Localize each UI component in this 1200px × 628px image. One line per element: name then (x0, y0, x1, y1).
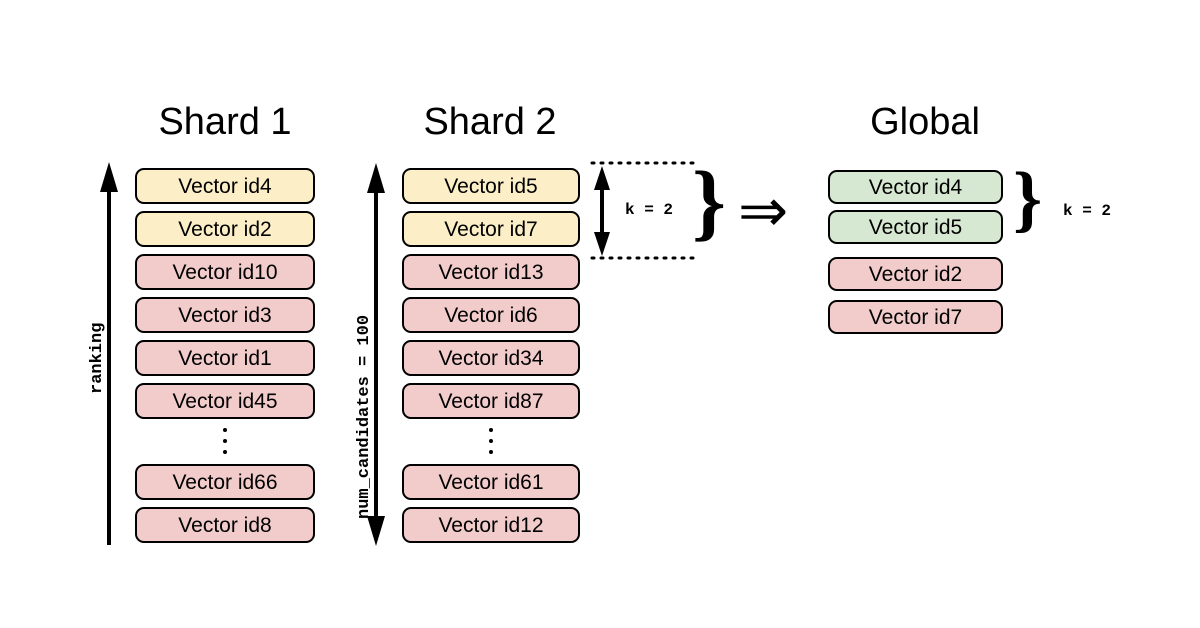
vector-box[interactable]: Vector id6 (402, 297, 580, 333)
vector-box[interactable]: Vector id7 (828, 300, 1003, 334)
ellipsis-shard-2 (481, 428, 501, 454)
vector-box[interactable]: Vector id66 (135, 464, 315, 500)
implies-arrow: ⇒ (738, 177, 789, 244)
column-title-shard-2: Shard 2 (423, 101, 557, 143)
vector-box[interactable]: Vector id5 (828, 210, 1003, 244)
brace-shard-topk: } (692, 153, 726, 249)
vector-box[interactable]: Vector id8 (135, 507, 315, 543)
vector-box[interactable]: Vector id4 (135, 168, 315, 204)
vector-box[interactable]: Vector id7 (402, 211, 580, 247)
vector-box[interactable]: Vector id1 (135, 340, 315, 376)
axis-label-ranking: ranking (88, 322, 107, 394)
vector-box[interactable]: Vector id34 (402, 340, 580, 376)
axis-label-num-candidates: num_candidates = 100 (355, 314, 374, 519)
vector-box[interactable]: Vector id87 (402, 383, 580, 419)
vector-box[interactable]: Vector id4 (828, 170, 1003, 204)
ellipsis-shard-1 (215, 428, 235, 454)
column-title-global: Global (870, 101, 980, 143)
k-label-global: k = 2 (1063, 202, 1112, 220)
vector-box[interactable]: Vector id12 (402, 507, 580, 543)
k-label-shard: k = 2 (625, 201, 674, 219)
k-span-arrow (594, 166, 610, 256)
vector-box[interactable]: Vector id61 (402, 464, 580, 500)
vector-box[interactable]: Vector id2 (135, 211, 315, 247)
vector-box[interactable]: Vector id10 (135, 254, 315, 290)
brace-global-topk: } (1013, 158, 1043, 240)
vector-box[interactable]: Vector id2 (828, 257, 1003, 291)
vector-box[interactable]: Vector id45 (135, 383, 315, 419)
vector-box[interactable]: Vector id3 (135, 297, 315, 333)
column-title-shard-1: Shard 1 (158, 101, 292, 143)
vector-box[interactable]: Vector id5 (402, 168, 580, 204)
vector-box[interactable]: Vector id13 (402, 254, 580, 290)
